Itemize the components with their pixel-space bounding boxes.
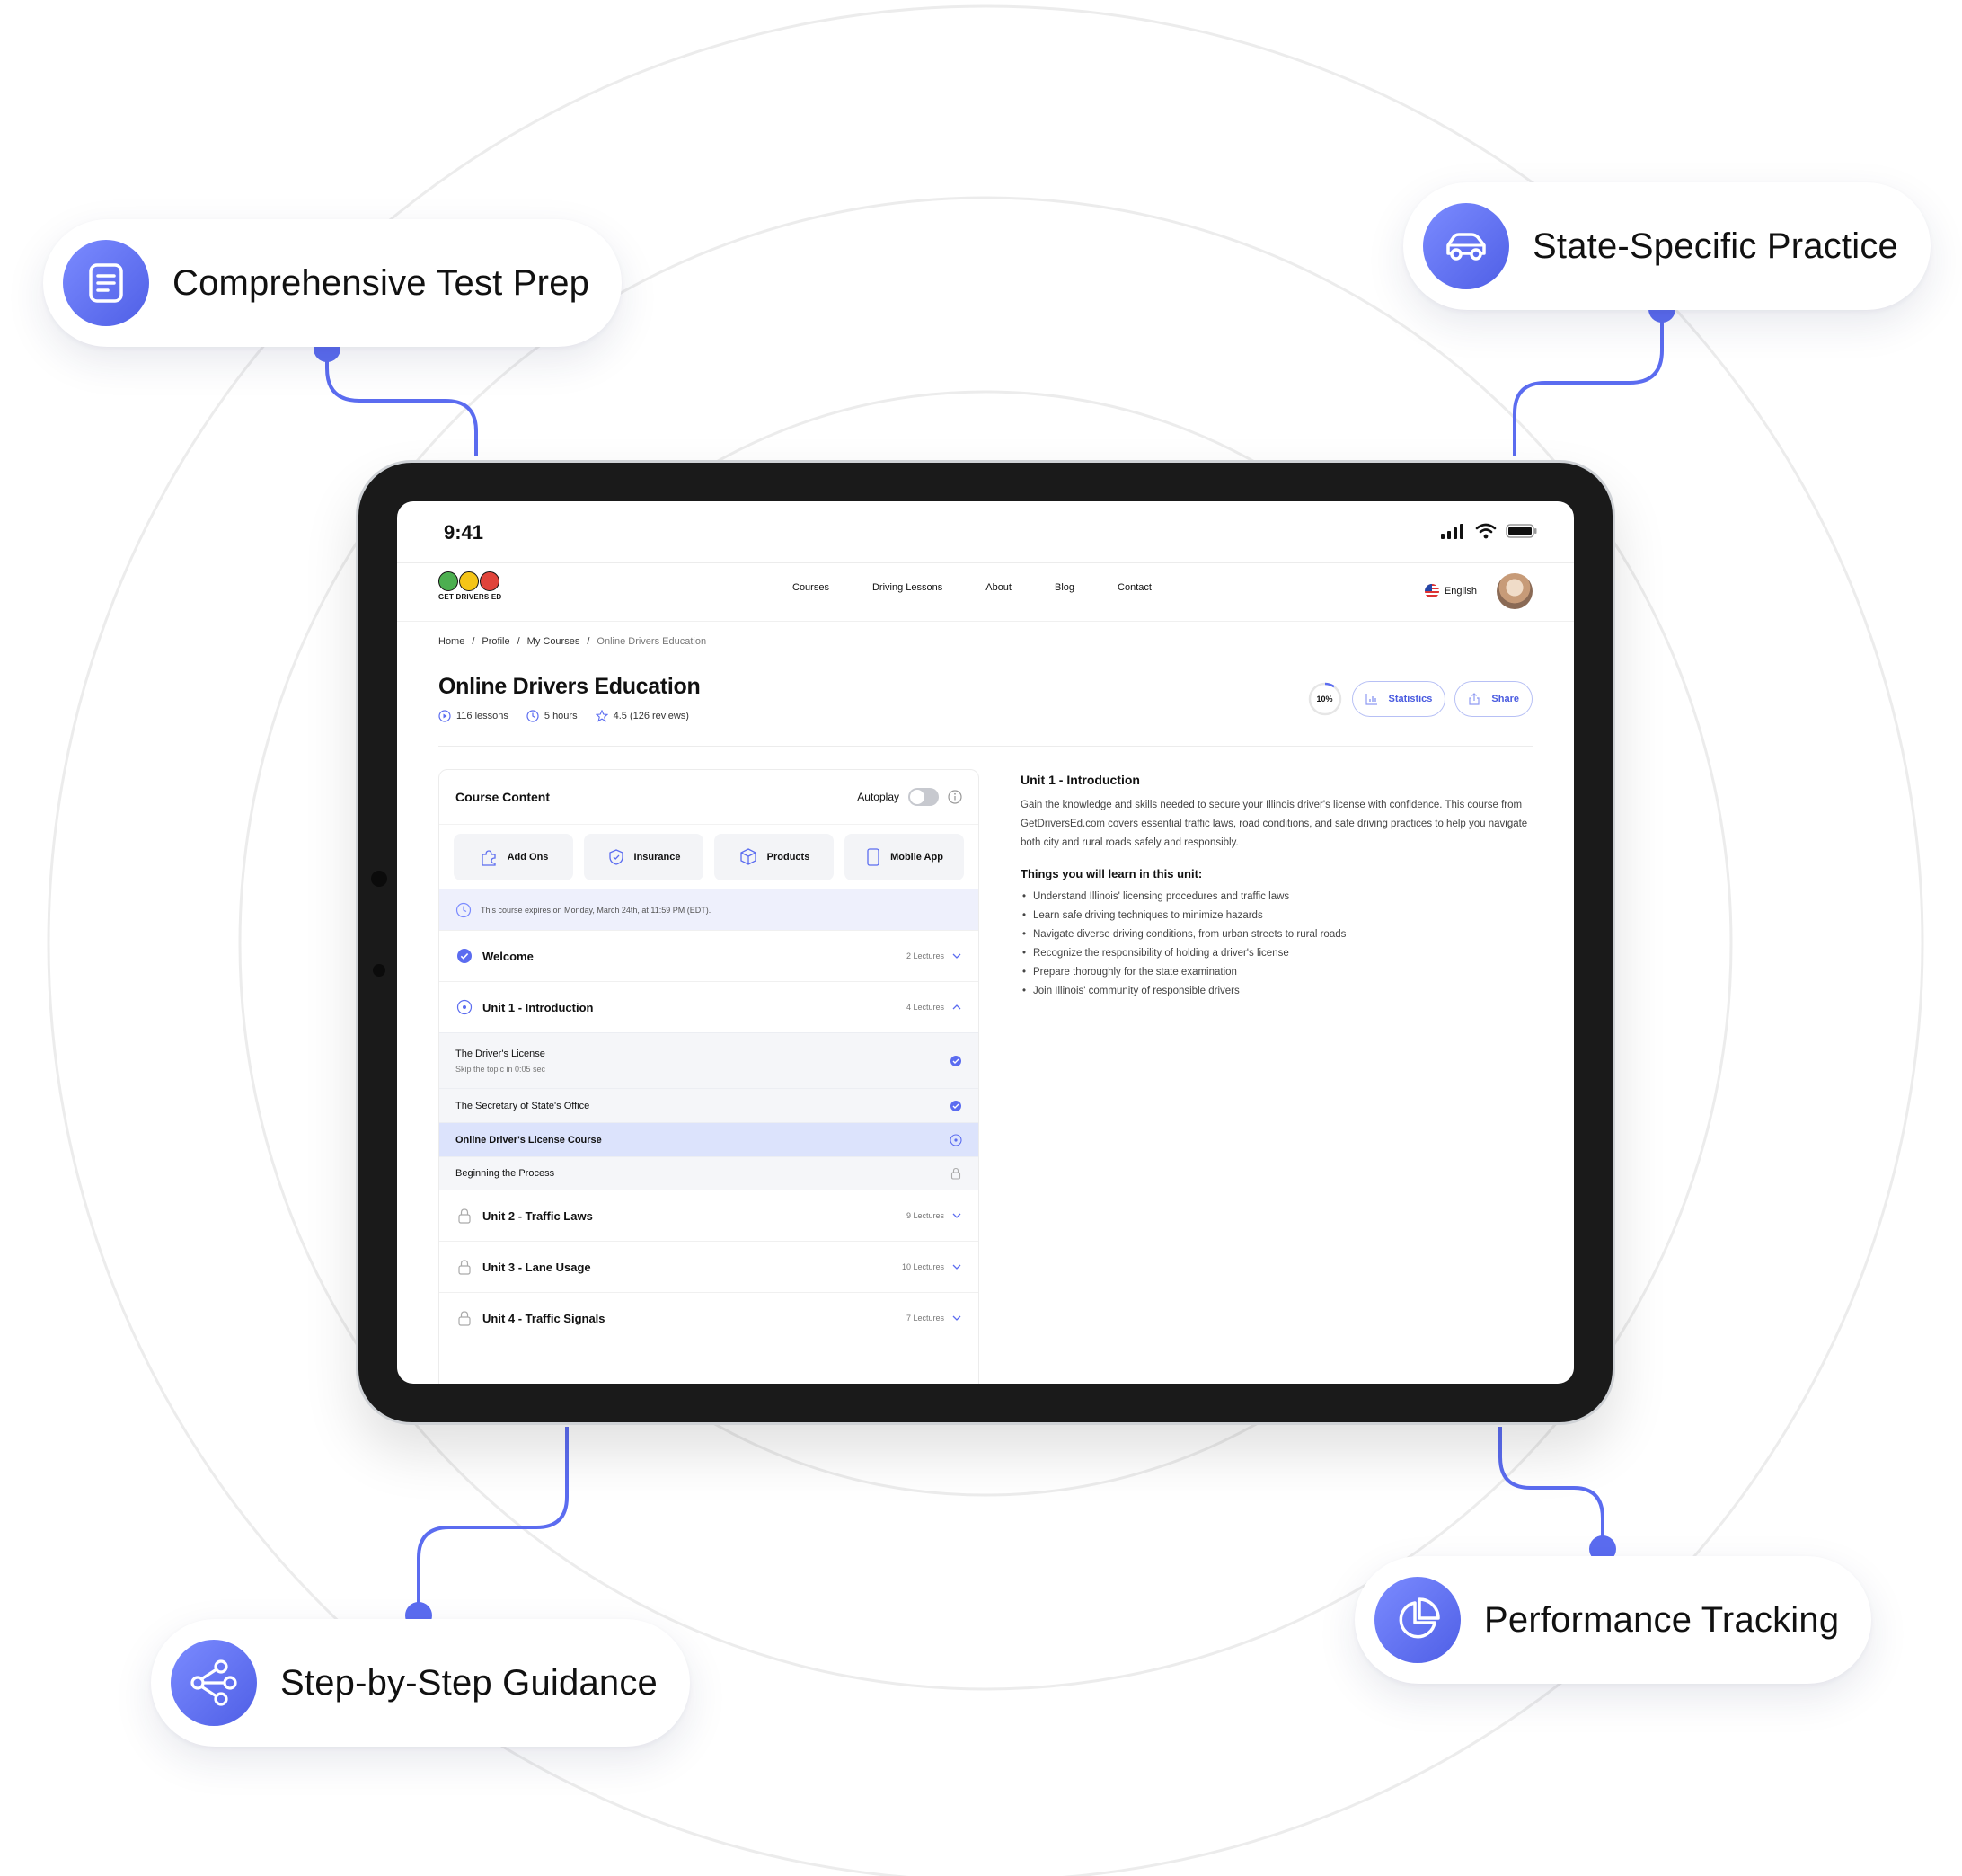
hours-count: 5 hours <box>544 711 578 721</box>
section-unit-1[interactable]: Unit 1 - Introduction 4 Lectures <box>439 981 978 1032</box>
lock-icon <box>458 1311 471 1326</box>
breadcrumb-profile[interactable]: Profile <box>482 636 510 647</box>
feature-label: Comprehensive Test Prep <box>172 262 590 303</box>
learn-heading: Things you will learn in this unit: <box>1021 867 1203 880</box>
completed-check-icon <box>950 1055 961 1066</box>
app-screen: 9:41 GET DRIVERS ED Courses Driving Less… <box>397 501 1574 1384</box>
autoplay-label: Autoplay <box>857 791 899 803</box>
bar-chart-icon <box>1365 694 1377 705</box>
play-circle-icon <box>438 710 451 722</box>
chip-mobile-app[interactable]: Mobile App <box>844 833 964 880</box>
lesson-secretary-of-state[interactable]: The Secretary of State's Office <box>439 1088 978 1122</box>
phone-icon <box>867 847 879 866</box>
page-title: Online Drivers Education <box>438 674 701 699</box>
rating: 4.5 (126 reviews) <box>613 711 689 721</box>
progress-label: 10% <box>1316 695 1333 704</box>
feature-tracking: Performance Tracking <box>1355 1556 1872 1684</box>
clock-icon <box>455 902 472 917</box>
learn-list: Understand Illinois' licensing procedure… <box>1021 888 1542 1001</box>
puzzle-icon <box>481 849 496 866</box>
battery-icon <box>1506 524 1537 538</box>
star-icon <box>595 710 608 722</box>
info-icon[interactable] <box>948 790 962 804</box>
learn-item: Recognize the responsibility of holding … <box>1021 944 1542 963</box>
box-icon <box>740 847 756 865</box>
chevron-down-icon <box>952 953 961 959</box>
chevron-down-icon <box>952 1315 961 1321</box>
feature-test-prep: Comprehensive Test Prep <box>43 219 623 347</box>
feature-state-practice: State-Specific Practice <box>1403 182 1931 310</box>
tablet-device: 9:41 GET DRIVERS ED Courses Driving Less… <box>356 460 1615 1425</box>
learn-item: Prepare thoroughly for the state examina… <box>1021 963 1542 982</box>
in-progress-icon <box>950 1133 962 1146</box>
top-nav: GET DRIVERS ED Courses Driving Lessons A… <box>397 570 1574 618</box>
signal-icon <box>1441 524 1463 539</box>
breadcrumb: Home/ Profile/ My Courses/ Online Driver… <box>438 636 707 647</box>
course-content-panel: Course Content Autoplay Add Ons Insuranc… <box>438 769 979 1384</box>
wifi-icon <box>1475 523 1497 539</box>
nav-about[interactable]: About <box>985 582 1012 593</box>
feature-guidance: Step-by-Step Guidance <box>151 1619 691 1747</box>
chip-insurance[interactable]: Insurance <box>584 833 703 880</box>
chevron-down-icon <box>952 1213 961 1218</box>
section-unit-4[interactable]: Unit 4 - Traffic Signals 7 Lectures <box>439 1292 978 1343</box>
lesson-beginning-process[interactable]: Beginning the Process <box>439 1156 978 1190</box>
site-logo[interactable]: GET DRIVERS ED <box>438 571 501 601</box>
lesson-online-course[interactable]: Online Driver's License Course <box>439 1122 978 1156</box>
nav-courses[interactable]: Courses <box>792 582 829 593</box>
sensor-dot <box>373 964 385 977</box>
breadcrumb-current: Online Drivers Education <box>597 636 707 647</box>
document-icon <box>63 240 149 326</box>
unit-body: Gain the knowledge and skills needed to … <box>1021 800 1528 848</box>
clock-icon <box>526 710 539 722</box>
us-flag-icon <box>1424 584 1439 598</box>
course-meta: 116 lessons 5 hours 4.5 (126 reviews) <box>438 710 707 722</box>
nav-driving-lessons[interactable]: Driving Lessons <box>871 582 943 593</box>
panel-title: Course Content <box>455 790 550 804</box>
in-progress-icon <box>456 999 473 1015</box>
lesson-drivers-license[interactable]: The Driver's License Skip the topic in 0… <box>439 1032 978 1088</box>
statistics-button[interactable]: Statistics <box>1351 681 1446 717</box>
breadcrumb-home[interactable]: Home <box>438 636 465 647</box>
lessons-count: 116 lessons <box>456 711 508 721</box>
share-icon <box>1469 693 1480 705</box>
section-welcome[interactable]: Welcome 2 Lectures <box>439 930 978 981</box>
status-time: 9:41 <box>444 521 484 544</box>
chevron-up-icon <box>952 1004 961 1010</box>
learn-item: Understand Illinois' licensing procedure… <box>1021 888 1542 907</box>
car-icon <box>1423 203 1509 289</box>
lock-icon <box>458 1260 471 1275</box>
feature-label: Performance Tracking <box>1484 1599 1840 1640</box>
chevron-down-icon <box>952 1264 961 1270</box>
feature-label: Step-by-Step Guidance <box>280 1662 658 1703</box>
feature-label: State-Specific Practice <box>1533 226 1898 266</box>
pie-chart-icon <box>1374 1577 1461 1663</box>
section-unit-2[interactable]: Unit 2 - Traffic Laws 9 Lectures <box>439 1190 978 1241</box>
unit-description: Unit 1 - Introduction Gain the knowledge… <box>1021 773 1542 1001</box>
lock-icon <box>458 1208 471 1224</box>
lock-icon <box>950 1167 961 1180</box>
completed-check-icon <box>950 1100 961 1111</box>
shield-icon <box>608 848 623 865</box>
learn-item: Join Illinois' community of responsible … <box>1021 982 1542 1001</box>
nav-blog[interactable]: Blog <box>1054 582 1075 593</box>
language-selector[interactable]: English <box>1444 586 1477 597</box>
section-unit-3[interactable]: Unit 3 - Lane Usage 10 Lectures <box>439 1241 978 1292</box>
learn-item: Navigate diverse driving conditions, fro… <box>1021 925 1542 944</box>
completed-check-icon <box>457 949 472 963</box>
breadcrumb-my-courses[interactable]: My Courses <box>526 636 580 647</box>
chip-products[interactable]: Products <box>714 833 834 880</box>
status-bar: 9:41 <box>397 501 1574 562</box>
learn-item: Learn safe driving techniques to minimiz… <box>1021 907 1542 925</box>
camera-dot <box>371 871 387 887</box>
share-button[interactable]: Share <box>1454 681 1533 717</box>
flow-steps-icon <box>171 1640 257 1726</box>
chip-add-ons[interactable]: Add Ons <box>454 833 573 880</box>
autoplay-toggle[interactable] <box>908 788 939 806</box>
nav-contact[interactable]: Contact <box>1118 582 1152 593</box>
user-avatar[interactable] <box>1497 573 1533 609</box>
progress-ring: 10% <box>1307 681 1343 717</box>
expiry-notice: This course expires on Monday, March 24t… <box>439 889 978 930</box>
unit-title: Unit 1 - Introduction <box>1021 773 1140 787</box>
